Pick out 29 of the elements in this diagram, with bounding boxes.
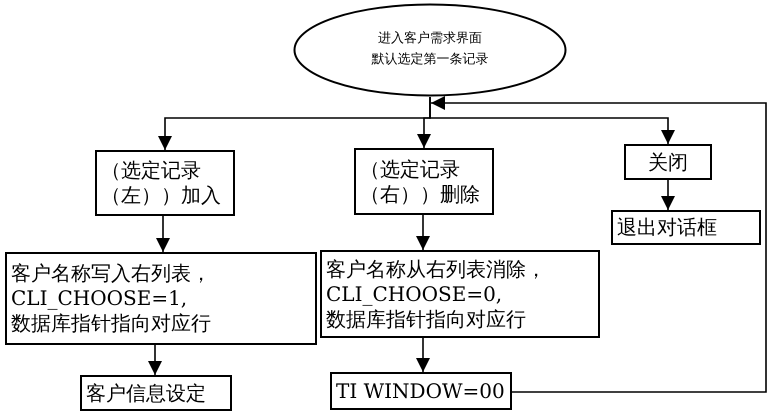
node-text: TI WINDOW=00: [336, 378, 506, 404]
node-text: 默认选定第一条记录: [372, 51, 488, 69]
node-text: 数据库指针指向对应行: [11, 311, 212, 336]
process-box: [80, 375, 232, 411]
node-text: 客户名称写入右列表，: [11, 261, 212, 286]
arrow: [416, 338, 430, 372]
node-text: 客户信息设定: [86, 380, 207, 406]
node-text: （选定记录（右））删除: [360, 156, 481, 206]
node-text: 退出对话框: [617, 215, 718, 240]
process-box: [354, 148, 494, 215]
node-text: CLI_CHOOSE=1,: [11, 286, 188, 311]
arrow: [431, 96, 767, 393]
process-box: [624, 144, 712, 180]
arrow: [429, 97, 675, 144]
arrow: [148, 345, 162, 375]
node-text: CLI_CHOOSE=0,: [326, 282, 504, 306]
process-box: [5, 252, 317, 345]
process-box: [611, 210, 761, 245]
process-box: [95, 150, 235, 216]
node-text: 进入客户需求界面: [378, 30, 482, 48]
node-text: 关闭: [647, 150, 689, 174]
node-text: 数据库指针指向对应行: [326, 306, 527, 332]
arrow: [416, 215, 430, 250]
node-text: 客户名称从右列表消除，: [326, 256, 547, 282]
arrow: [661, 180, 675, 210]
node-text: （选定记录（左））加入: [101, 158, 222, 208]
arrow: [156, 216, 170, 252]
process-box: [320, 250, 600, 338]
process-box: [330, 372, 512, 410]
